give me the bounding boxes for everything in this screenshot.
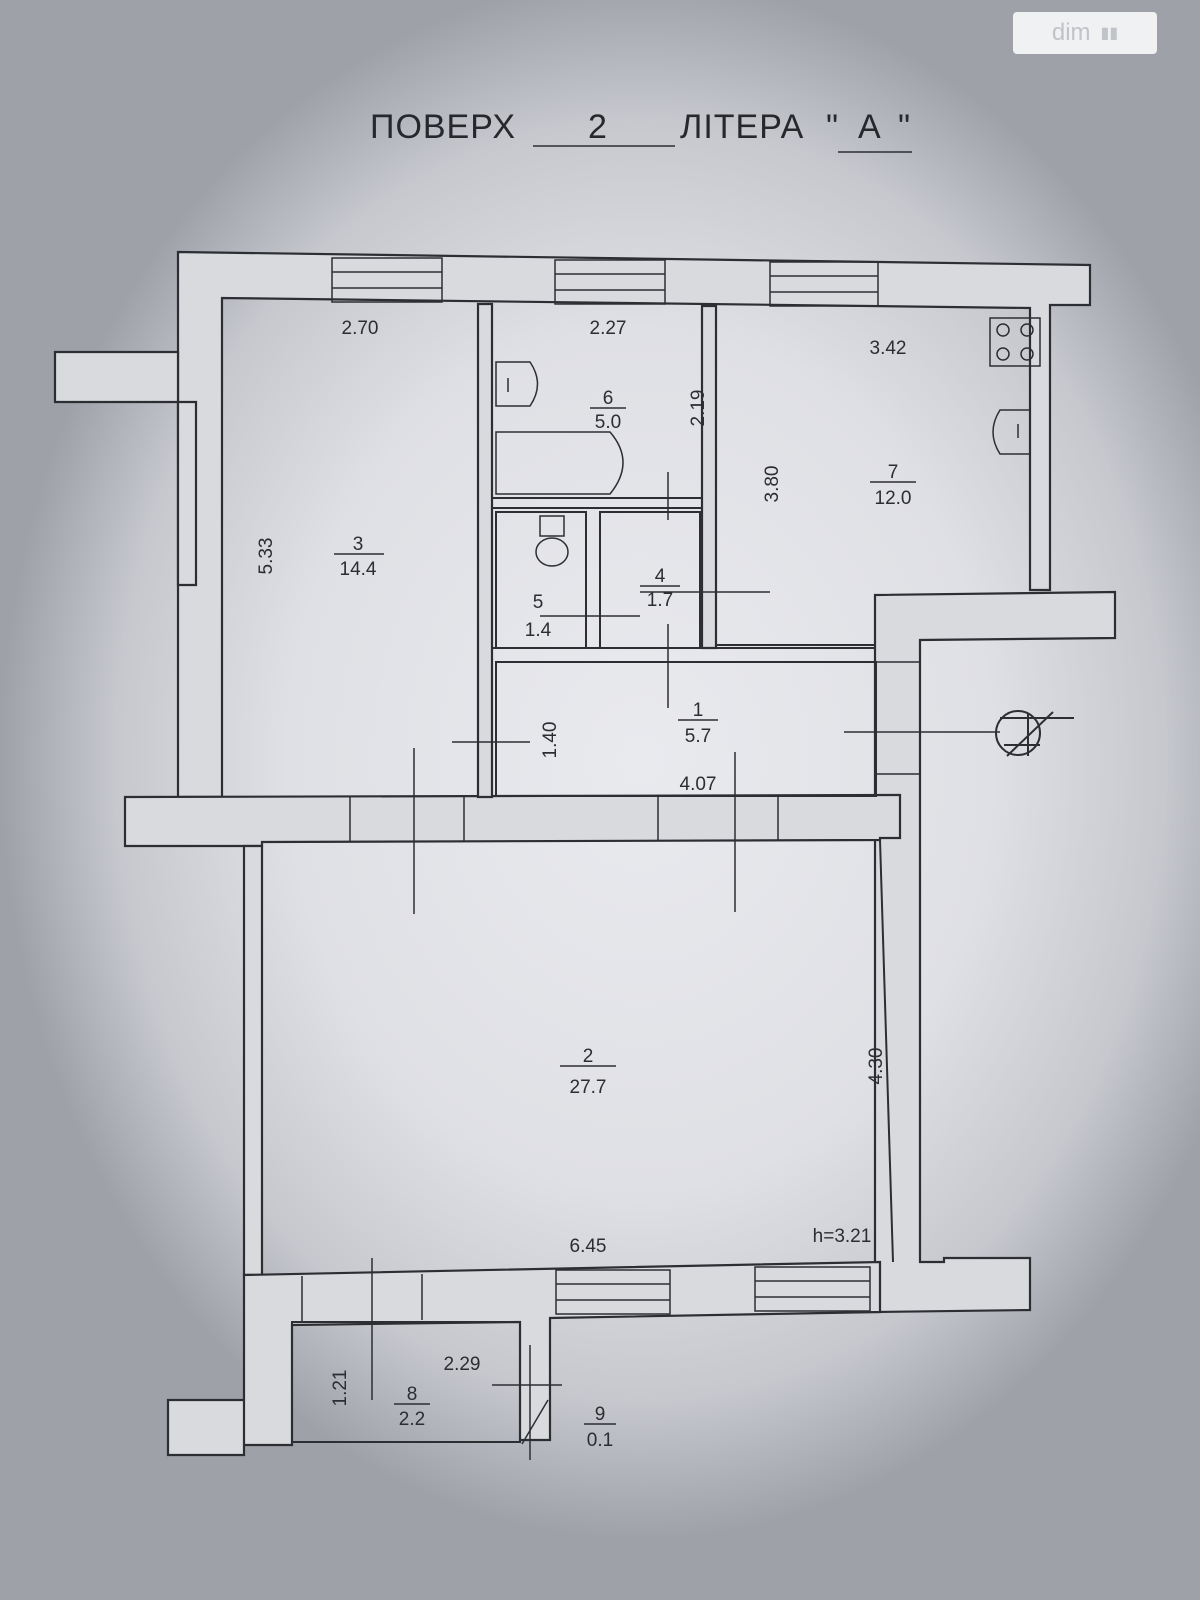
dimension-labels: 2.70 2.27 3.42 4.07 6.45 2.29 h=3.21 5.3…: [256, 318, 906, 1406]
room-number: 1: [693, 700, 704, 721]
dimension-label: 2.29: [444, 1354, 481, 1375]
room-number: 3: [353, 534, 364, 555]
room-number: 6: [603, 388, 614, 409]
room-number: 8: [407, 1384, 418, 1405]
partitions: [291, 302, 921, 1443]
room-area: 0.1: [587, 1430, 613, 1451]
letter-value-open-quote: ": [826, 108, 840, 146]
room-area: 12.0: [875, 488, 912, 509]
ceiling-height-label: h=3.21: [813, 1226, 872, 1247]
room-area: 5.0: [595, 412, 621, 433]
dimension-label: 2.27: [590, 318, 627, 339]
floor-number: 2: [588, 108, 608, 146]
room-number: 5: [533, 592, 544, 613]
watermark-ria-icon: ▮▮: [1100, 25, 1119, 42]
letter-value-close-quote: ": [898, 108, 912, 146]
room-number: 9: [595, 1404, 606, 1425]
dimension-label: 3.42: [870, 338, 907, 359]
dimension-label: 6.45: [570, 1236, 607, 1257]
room-number: 7: [888, 462, 899, 483]
toilet-icon: [535, 537, 569, 567]
dimension-label: 4.07: [680, 774, 717, 795]
room-area: 1.4: [525, 620, 552, 641]
room-area: 2.2: [399, 1409, 425, 1430]
letter-label: ЛІТЕРА: [680, 108, 805, 146]
watermark-text: dim: [1051, 19, 1091, 46]
watermark-logo: dim ▮▮: [1013, 12, 1157, 54]
dimension-label: 3.80: [762, 466, 783, 503]
dimension-label: 5.33: [256, 538, 277, 575]
room-number: 4: [655, 566, 666, 587]
dimension-label: 2.19: [688, 390, 709, 427]
room-area: 27.7: [570, 1077, 607, 1098]
room-area: 5.7: [685, 726, 711, 747]
floor-label: ПОВЕРХ: [370, 108, 517, 146]
bathtub-icon: [495, 431, 624, 495]
outer-walls: [53, 250, 1117, 1457]
dimension-label: 2.70: [342, 318, 379, 339]
room-number: 2: [583, 1046, 594, 1067]
sanitary-fixtures: [495, 317, 1041, 567]
kitchen-sink-icon: [992, 409, 1031, 455]
dimension-label: 4.30: [866, 1048, 887, 1085]
room-labels: 6 5.0 3 14.4 7 12.0 4 1.7 5 1.4 1 5.7 2 …: [334, 388, 916, 1451]
room-area: 1.7: [647, 590, 673, 611]
windows: [301, 257, 879, 1322]
dimension-label: 1.40: [540, 722, 561, 759]
compass-icon: [995, 710, 1074, 757]
sink-icon: [495, 361, 539, 407]
letter-value: А: [858, 108, 882, 146]
stove-icon: [989, 317, 1041, 367]
room-area: 14.4: [340, 559, 377, 580]
section-marks: [371, 472, 1000, 1460]
dimension-label: 1.21: [330, 1370, 351, 1407]
